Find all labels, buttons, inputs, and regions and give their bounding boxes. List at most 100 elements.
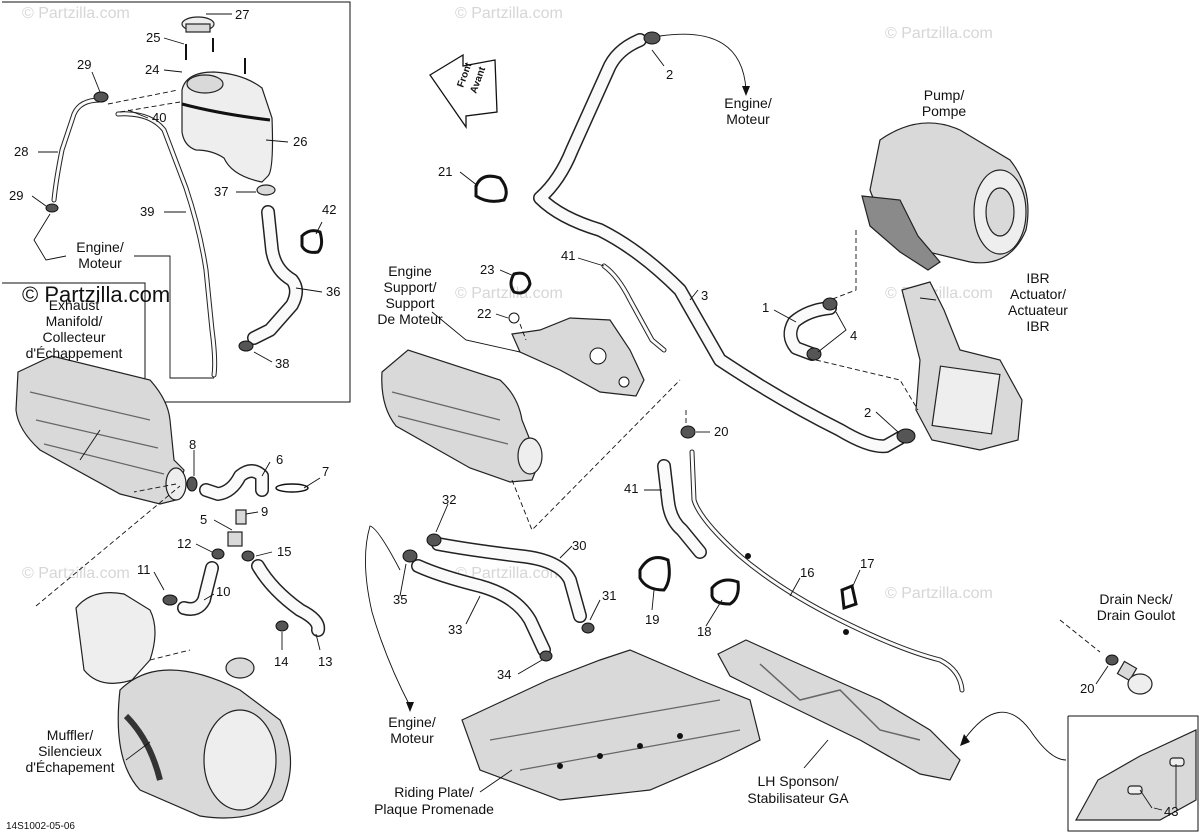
callout-38: 38 (275, 356, 289, 371)
label-exhaust-3: Collecteur (42, 329, 105, 345)
hose-1 (783, 297, 838, 361)
callout-5: 5 (200, 512, 207, 527)
leader-lines (31, 13, 1163, 811)
callout-26: 26 (293, 134, 307, 149)
callout-10: 10 (216, 584, 230, 599)
diagram-code: 14S1002-05-06 (6, 821, 75, 832)
label-drain-2: Drain Goulot (1097, 607, 1176, 623)
label-exhaust-1: Exhaust (49, 297, 100, 313)
watermark-text: © Partzilla.com (22, 5, 130, 22)
callout-42: 42 (322, 202, 336, 217)
detail-inset-box (1067, 715, 1199, 832)
drain-neck (1059, 619, 1153, 695)
callout-35: 35 (393, 592, 407, 607)
watermark-text: © Partzilla.com (22, 565, 130, 582)
callout-36: 36 (326, 284, 340, 299)
callout-39: 39 (140, 204, 154, 219)
watermark-text: © Partzilla.com (455, 5, 563, 22)
label-ibr-3: Actuateur (1008, 302, 1068, 318)
callout-32: 32 (442, 492, 456, 507)
label-pump-1: Pump/ (924, 87, 965, 103)
callout-37: 37 (214, 184, 228, 199)
watermark-text: © Partzilla.com (455, 285, 563, 302)
callout-29: 29 (77, 57, 91, 72)
callout-43: 43 (1164, 804, 1178, 819)
jet-pump (861, 122, 1029, 271)
callout-40: 40 (152, 110, 166, 125)
callout-6: 6 (276, 452, 283, 467)
label-exhaust-4: d'Échappement (26, 345, 123, 361)
lower-center-hoses (638, 410, 965, 693)
part-labels: Engine/ Moteur Engine/ Moteur Engine/ Mo… (6, 87, 1175, 832)
callout-4: 4 (850, 328, 857, 343)
label-muffler-3: d'Échapement (25, 759, 114, 775)
callout-20: 20 (714, 424, 728, 439)
label-ibr-2: Actuator/ (1010, 286, 1066, 302)
callout-18: 18 (697, 624, 711, 639)
callout-21: 21 (438, 164, 452, 179)
watermarks: © Partzilla.com © Partzilla.com © Partzi… (22, 5, 993, 602)
label-drain-1: Drain Neck/ (1099, 591, 1172, 607)
callout-29: 29 (9, 188, 23, 203)
label-engine-bottom-2: Moteur (390, 730, 434, 746)
riding-plate-hoses (365, 525, 595, 712)
label-riding-1: Riding Plate/ (394, 784, 473, 800)
watermark-text: © Partzilla.com (885, 585, 993, 602)
callout-27: 27 (235, 7, 249, 22)
riding-plate (461, 649, 761, 801)
callout-2: 2 (666, 67, 673, 82)
ibr-actuator (815, 230, 1023, 451)
watermark-text: © Partzilla.com (885, 25, 993, 42)
label-pump-2: Pompe (922, 103, 967, 119)
callout-3: 3 (701, 288, 708, 303)
callout-22: 22 (477, 306, 491, 321)
callout-24: 24 (145, 62, 159, 77)
label-muffler-2: Silencieux (38, 743, 102, 759)
label-muffler-1: Muffler/ (47, 727, 94, 743)
callout-7: 7 (322, 464, 329, 479)
label-engine-support-1: Engine (388, 263, 432, 279)
callout-34: 34 (497, 667, 511, 682)
coolant-tank-assembly (33, 16, 324, 379)
detail-inset (1074, 729, 1197, 821)
callout-33: 33 (448, 622, 462, 637)
watermark-text: © Partzilla.com (455, 565, 563, 582)
callout-9: 9 (261, 504, 268, 519)
callout-15: 15 (277, 544, 291, 559)
callout-14: 14 (274, 654, 288, 669)
label-engine-left-1: Engine/ (76, 239, 124, 255)
label-engine-support-3: Support (385, 295, 434, 311)
label-ibr-4: IBR (1026, 318, 1049, 334)
callout-31: 31 (602, 588, 616, 603)
main-cooling-hose (474, 31, 916, 454)
callout-16: 16 (800, 565, 814, 580)
callout-13: 13 (318, 654, 332, 669)
label-engine-bottom-1: Engine/ (388, 714, 436, 730)
label-engine-support-2: Support/ (384, 279, 437, 295)
label-ibr-1: IBR (1026, 270, 1049, 286)
callout-30: 30 (572, 538, 586, 553)
callout-1: 1 (762, 300, 769, 315)
exhaust-manifold-assembly (15, 355, 326, 637)
callout-28: 28 (14, 144, 28, 159)
callout-20: 20 (1080, 681, 1094, 696)
callout-17: 17 (860, 556, 874, 571)
callout-23: 23 (480, 262, 494, 277)
callout-41: 41 (561, 248, 575, 263)
engine-support (508, 271, 645, 397)
exhaust-manifold-center (381, 349, 681, 531)
label-sponson-2: Stabilisateur GA (747, 790, 849, 806)
label-riding-2: Plaque Promenade (374, 801, 494, 817)
callout-numbers: 27 25 24 29 40 26 28 29 37 39 42 36 38 2… (9, 7, 1178, 819)
callout-12: 12 (177, 536, 191, 551)
callout-8: 8 (189, 437, 196, 452)
callout-19: 19 (645, 612, 659, 627)
muffler-assembly (35, 485, 292, 819)
label-exhaust-2: Manifold/ (46, 313, 103, 329)
watermark-dark: © Partzilla.com (22, 282, 170, 307)
label-engine-left-2: Moteur (78, 255, 122, 271)
label-engine-support-4: De Moteur (377, 311, 443, 327)
coolant-tank-box (2, 1, 351, 403)
